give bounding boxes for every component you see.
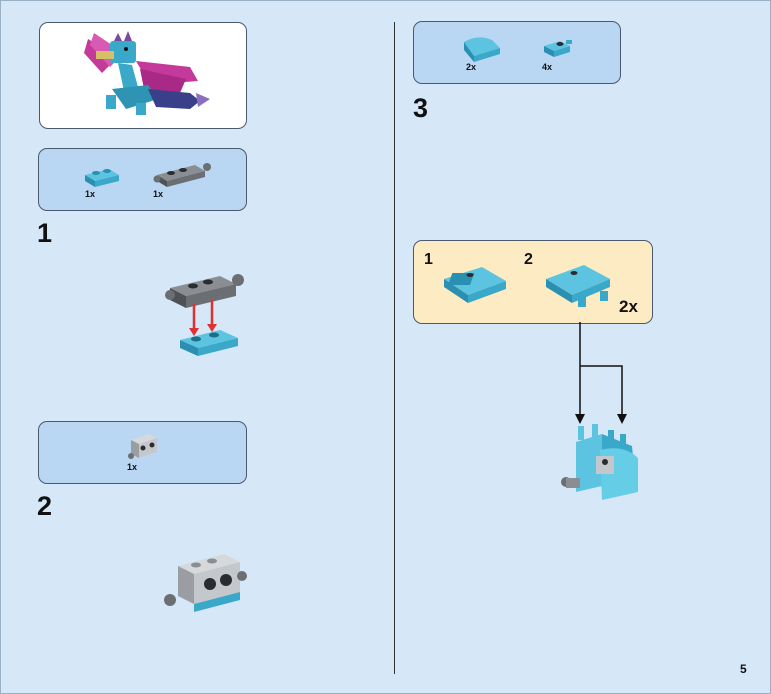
step-3-build-illustration [561,424,638,500]
clip [608,430,614,444]
dragon-leg [106,95,116,109]
part-quantity: 2x [466,62,477,72]
step-3-parts-panel: 2x 4x [413,21,621,84]
clip [592,424,598,438]
dragon-leg [136,103,146,115]
step-1-parts-illustration [85,163,211,187]
step-number: 1 [37,218,53,248]
sub-assembly-illustration [444,265,610,307]
part-quantity: 1x [85,189,96,199]
teal-plate-1x2-icon [85,169,119,187]
assembly-arrows [189,300,217,336]
step-1-build-illustration [165,274,244,356]
dragon-model-illustration [84,31,210,115]
dragon-horn [114,33,122,41]
sub-step-1-part [444,267,506,303]
step-2-parts-panel: 1x [38,421,247,484]
gray-bar-holder-plate [165,274,244,308]
page-number: 5 [740,662,747,676]
dragon-eye [124,47,128,51]
dragon-horn [124,31,132,41]
clip [620,434,626,448]
part-quantity: 1x [153,189,164,199]
curved-slope [600,448,638,500]
stud-hole [204,578,216,590]
dragon-tail-tip [196,93,210,107]
step-number: 2 [37,491,53,521]
sub-step-2-part [546,265,610,307]
step-3-parts-illustration [464,37,572,62]
part-quantity: 4x [542,62,553,72]
step-number: 3 [413,93,429,123]
teal-curved-slope-icon [464,37,500,62]
bar-holder-clip [164,594,176,606]
dragon-head [110,41,136,63]
arrow-head [617,414,627,424]
sub-step-number: 1 [424,251,433,268]
bar-holder-clip [237,571,247,581]
sub-assembly-callout: 1 2 2x [413,240,653,324]
gray-bracket-brick-icon [128,434,157,459]
teal-clip-plate-icon [544,40,572,57]
stud-hole [220,574,232,586]
sub-assembly-multiplier: 2x [619,297,638,316]
teal-plate-edge [194,592,240,612]
dragon-tail [148,89,200,109]
step-1-parts-panel: 1x 1x [38,148,247,211]
sub-assembly-arrows [575,322,627,424]
step-2-parts-illustration [128,434,157,459]
arrow-head [575,414,585,424]
part-quantity: 1x [127,462,138,472]
step-2-build-illustration [164,554,247,612]
model-preview-panel [39,22,247,129]
sub-step-number: 2 [524,251,533,268]
column-divider [394,22,395,674]
teal-plate-1x2 [180,330,238,356]
dragon-beak [96,51,114,59]
clip [578,426,584,440]
dragon-body [118,63,138,91]
gray-bar-holder-plate-icon [153,163,211,187]
dragon-lower-body [112,85,158,109]
dragon-right-wing-layer [140,69,186,93]
